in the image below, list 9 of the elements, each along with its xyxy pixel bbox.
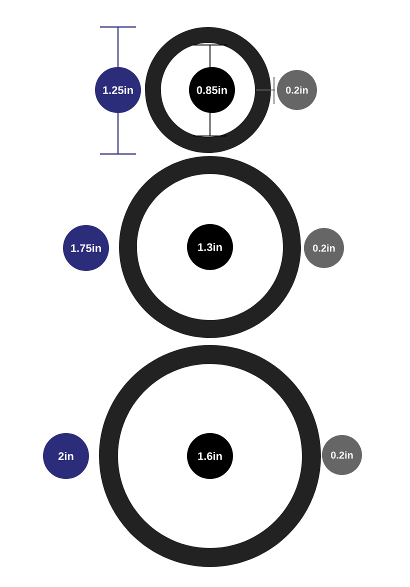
dimension-badge: 0.2in xyxy=(322,435,362,475)
dimension-badge: 0.2in xyxy=(304,228,344,268)
dimension-badge: 1.6in xyxy=(187,433,233,479)
dimension-badge: 1.75in xyxy=(63,225,109,271)
dimension-badge: 2in xyxy=(43,433,89,479)
dimension-badge: 0.2in xyxy=(277,70,317,110)
dimension-badge: 1.25in xyxy=(95,67,141,113)
dimension-badge: 1.3in xyxy=(187,224,233,270)
dimension-badge: 0.85in xyxy=(189,67,235,113)
